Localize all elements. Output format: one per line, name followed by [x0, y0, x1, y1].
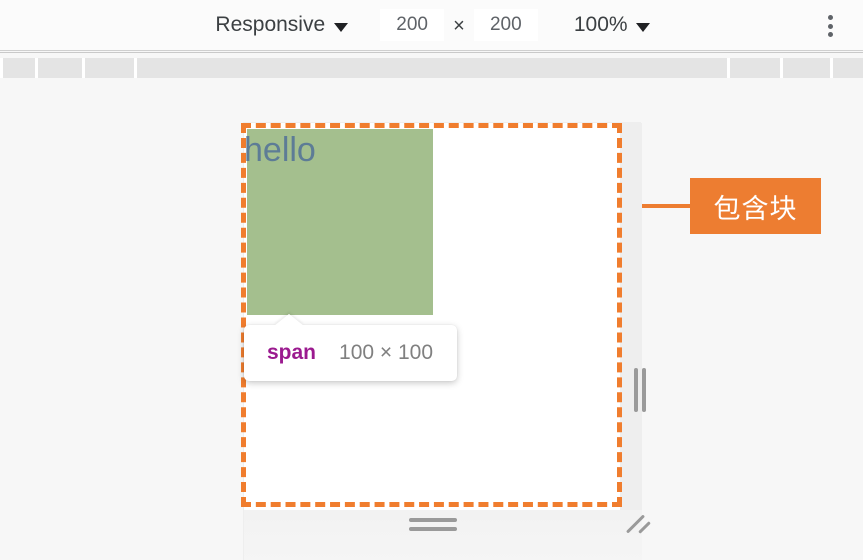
vertical-grip-icon[interactable] [630, 364, 650, 416]
device-toolbar: Responsive 200 × 200 100% [0, 0, 863, 51]
annotation-label: 包含块 [690, 178, 821, 234]
resize-corner-icon[interactable] [622, 508, 652, 538]
element-info-tooltip: span 100 × 100 [244, 314, 457, 381]
tooltip-arrow-icon [274, 314, 304, 326]
ruler-tick [0, 58, 3, 79]
device-stage: hello span 100 × 100 包含块 [0, 78, 863, 560]
tooltip-dimensions: 100 × 100 [339, 341, 434, 364]
viewport-height-input[interactable]: 200 [473, 9, 538, 41]
kebab-menu-icon[interactable] [818, 13, 842, 39]
horizontal-grip-icon[interactable] [405, 514, 461, 534]
device-preset-label: Responsive [215, 13, 326, 36]
device-preset-dropdown[interactable]: Responsive [213, 11, 352, 39]
span-element-highlight[interactable]: hello [244, 129, 433, 315]
kebab-dot [827, 23, 833, 29]
page-right-shade [620, 123, 642, 560]
ruler-track [0, 58, 863, 79]
grip-bar [642, 368, 646, 412]
span-text: hello [244, 131, 316, 169]
ruler-tick [830, 58, 833, 79]
ruler-tick [780, 58, 783, 79]
grip-bar [634, 368, 638, 412]
containing-block-outline [241, 123, 622, 507]
annotation-arrow-icon [642, 197, 705, 215]
kebab-dot [827, 32, 833, 37]
corner-line [638, 521, 651, 534]
ruler-tick [82, 58, 85, 79]
ruler-tick [134, 58, 137, 79]
chevron-down-icon [334, 22, 349, 32]
viewport-width-input[interactable]: 200 [380, 9, 445, 41]
zoom-level-dropdown[interactable]: 100% [574, 13, 650, 37]
viewport-ruler [0, 52, 863, 79]
tooltip-tag-name: span [267, 341, 317, 364]
chevron-down-icon [635, 22, 650, 32]
grip-bar [409, 526, 457, 531]
device-toolbar-controls: Responsive 200 × 200 100% [0, 0, 863, 50]
zoom-level-label: 100% [573, 13, 628, 36]
kebab-dot [827, 15, 833, 20]
ruler-tick [727, 58, 730, 79]
grip-bar [409, 517, 457, 522]
ruler-tick [35, 58, 38, 79]
dimension-separator: × [453, 14, 465, 37]
